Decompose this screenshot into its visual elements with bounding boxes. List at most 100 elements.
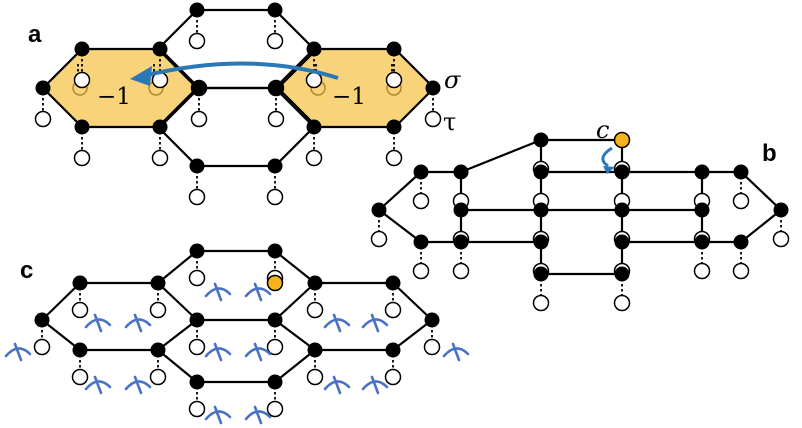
sigma-site xyxy=(35,80,51,96)
wiggle-tick xyxy=(332,375,342,395)
tau-site xyxy=(71,368,89,386)
hexagon-bond xyxy=(41,282,81,321)
sigma-site xyxy=(189,312,205,328)
sigma-site xyxy=(413,164,429,180)
sigma-site xyxy=(189,243,205,259)
sigma-site xyxy=(306,41,322,57)
panel-a-label: a xyxy=(28,21,42,48)
tau-site xyxy=(266,188,284,206)
sigma-site xyxy=(189,374,205,390)
sigma-site xyxy=(385,342,401,358)
tau-site xyxy=(370,230,388,248)
sigma-site xyxy=(306,119,322,135)
sigma-site xyxy=(533,234,549,250)
sigma-site xyxy=(267,2,283,18)
tau-site xyxy=(613,294,631,312)
wiggle-tick xyxy=(370,375,380,395)
panel-c xyxy=(4,243,470,425)
sigma-site xyxy=(72,342,88,358)
orange-sigma-site xyxy=(613,131,631,149)
right-charge-label: −1 xyxy=(332,84,366,110)
sigma-site xyxy=(694,234,710,250)
wiggle-tick xyxy=(93,313,103,333)
tau-site xyxy=(71,301,89,319)
tau-site xyxy=(266,400,284,418)
tau-site xyxy=(73,71,91,89)
sigma-site xyxy=(385,275,401,291)
sigma-site xyxy=(267,312,283,328)
panel-c-label: c xyxy=(20,257,33,284)
tau-site xyxy=(385,71,403,89)
sigma-site xyxy=(614,164,630,180)
hexagon-bond xyxy=(274,250,316,284)
tau-site xyxy=(188,188,206,206)
tau-site xyxy=(384,368,402,386)
blue-sigma-site xyxy=(267,79,285,97)
sigma-site xyxy=(425,80,441,96)
sigma-site xyxy=(533,132,549,148)
panel-a xyxy=(34,2,442,206)
sigma-site xyxy=(694,164,710,180)
sigma-site xyxy=(152,119,168,135)
left-charge-label: −1 xyxy=(97,84,131,110)
sigma-site xyxy=(694,202,710,218)
tau-site xyxy=(452,262,470,280)
sigma-site xyxy=(733,234,749,250)
tau-site xyxy=(423,338,441,356)
tau-site xyxy=(266,32,284,50)
tau-site xyxy=(188,269,206,287)
sigma-site xyxy=(267,158,283,174)
hop-arrow xyxy=(142,61,339,80)
panel-b xyxy=(370,131,790,312)
tau-site xyxy=(412,262,430,280)
sigma-site xyxy=(150,342,166,358)
hexagon-bond xyxy=(274,349,316,383)
tau-site xyxy=(188,32,206,50)
wiggle-tick xyxy=(253,342,263,362)
hexagon-bond xyxy=(740,171,782,211)
sigma-site xyxy=(34,312,50,328)
sigma-site xyxy=(533,202,549,218)
tau-site xyxy=(188,400,206,418)
tau-site xyxy=(149,368,167,386)
sigma-site xyxy=(413,234,429,250)
hexagon-bond xyxy=(157,319,198,351)
sigma-site xyxy=(189,158,205,174)
sigma-label: σ xyxy=(444,66,461,94)
tau-site xyxy=(385,149,403,167)
sigma-site xyxy=(614,234,630,250)
wiggle-tick xyxy=(133,375,143,395)
sigma-site xyxy=(150,275,166,291)
wiggle-tick xyxy=(332,313,342,333)
sigma-site xyxy=(533,266,549,282)
wiggle-tick xyxy=(253,282,263,302)
hexagon-bond xyxy=(157,349,198,383)
hexagon-bond xyxy=(41,319,81,351)
sigma-site xyxy=(386,41,402,57)
sigma-site xyxy=(189,2,205,18)
hop-arrowhead xyxy=(130,66,152,86)
sigma-site xyxy=(453,164,469,180)
wiggle-tick xyxy=(213,342,223,362)
wiggle-tick xyxy=(13,342,23,362)
hexagon-bond xyxy=(157,250,198,284)
sigma-site xyxy=(614,266,630,282)
tau-site xyxy=(34,110,52,128)
blue-sigma-site xyxy=(190,79,208,97)
tau-site xyxy=(384,301,402,319)
hexagon-bond xyxy=(378,209,422,243)
tau-label: τ xyxy=(443,108,456,136)
panel-b-label: b xyxy=(762,140,777,167)
tau-site xyxy=(412,192,430,210)
wiggle-tick xyxy=(213,282,223,302)
sigma-site xyxy=(773,202,789,218)
c-label: c xyxy=(596,116,609,144)
tau-site xyxy=(188,338,206,356)
tau-site xyxy=(424,110,442,128)
hexagon-bond xyxy=(392,319,433,351)
wiggle-tick xyxy=(370,313,380,333)
sigma-site xyxy=(74,41,90,57)
sigma-site xyxy=(152,41,168,57)
sigma-site xyxy=(533,164,549,180)
